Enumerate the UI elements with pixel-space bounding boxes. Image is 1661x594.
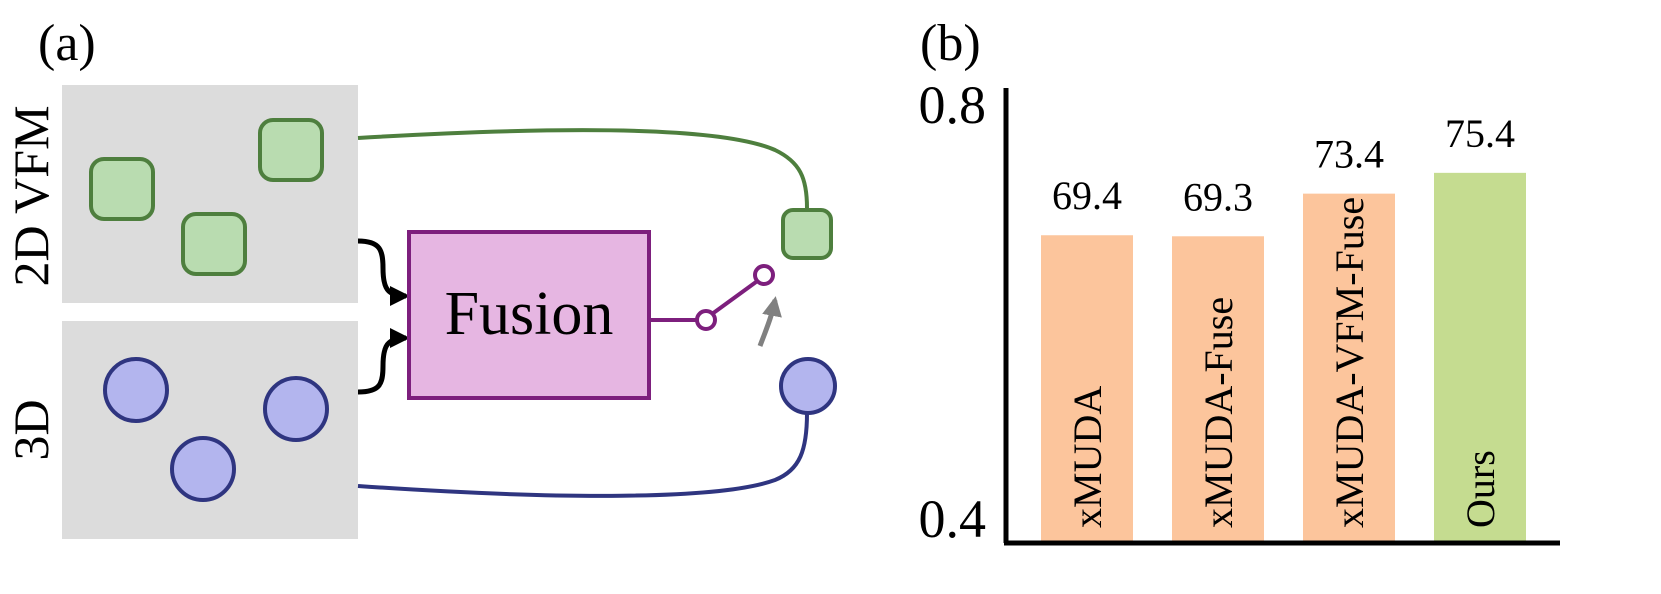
bar: [1303, 193, 1395, 541]
skip-line-3d: [357, 412, 809, 498]
feature-circle-3d: [103, 357, 169, 423]
label-3d: 3D: [3, 399, 59, 460]
panel-b: (b) 69.4 xMUDA 69.3 xMUDA-Fuse 73.4 xMUDA-VFM…: [919, 15, 1560, 549]
bar-chart: 69.4 xMUDA 69.3 xMUDA-Fuse 73.4 xMUDA-VFM-Fus…: [1041, 111, 1526, 542]
fusion-label: Fusion: [445, 280, 614, 348]
fusion-block: [407, 230, 651, 400]
feature-square-2d: [258, 118, 324, 182]
arrow-3d-to-fusion: [357, 328, 410, 395]
output-square-2d: [781, 208, 833, 260]
bar-category-label: Ours: [1458, 450, 1503, 528]
feature-circle-3d: [170, 436, 236, 502]
feature-circle-3d: [263, 376, 329, 442]
bar-value-label: 75.4: [1445, 111, 1515, 156]
y-tick-label: 0.8: [919, 75, 987, 135]
output-circle-3d: [779, 357, 837, 415]
skip-line-2d: [357, 128, 809, 209]
bar: [1172, 236, 1264, 541]
bar: [1434, 172, 1526, 541]
y-tick-label: 0.4: [919, 489, 987, 549]
bar-category-label: xMUDA-Fuse: [1196, 297, 1241, 528]
panel-a: (a) 2D VFM 3D Fusion: [3, 15, 837, 539]
bar-value-label: 69.3: [1183, 174, 1253, 219]
panel-a-label: (a): [38, 15, 96, 72]
bar: [1041, 235, 1133, 542]
bar-value-label: 73.4: [1314, 132, 1384, 177]
switch-pivot: [695, 309, 717, 331]
switch-contact: [753, 264, 775, 286]
panel-b-label: (b): [920, 15, 981, 72]
bar-value-label: 69.4: [1052, 173, 1122, 218]
feature-square-2d: [181, 212, 247, 276]
switch-arrow: [757, 296, 782, 347]
bar-category-label: xMUDA: [1065, 386, 1110, 528]
arrow-2d-to-fusion: [357, 238, 410, 306]
bar-category-label: xMUDA-VFM-Fuse: [1327, 197, 1372, 528]
label-2d-vfm: 2D VFM: [3, 105, 59, 286]
feature-square-2d: [89, 157, 155, 221]
switch-lever: [710, 280, 758, 316]
